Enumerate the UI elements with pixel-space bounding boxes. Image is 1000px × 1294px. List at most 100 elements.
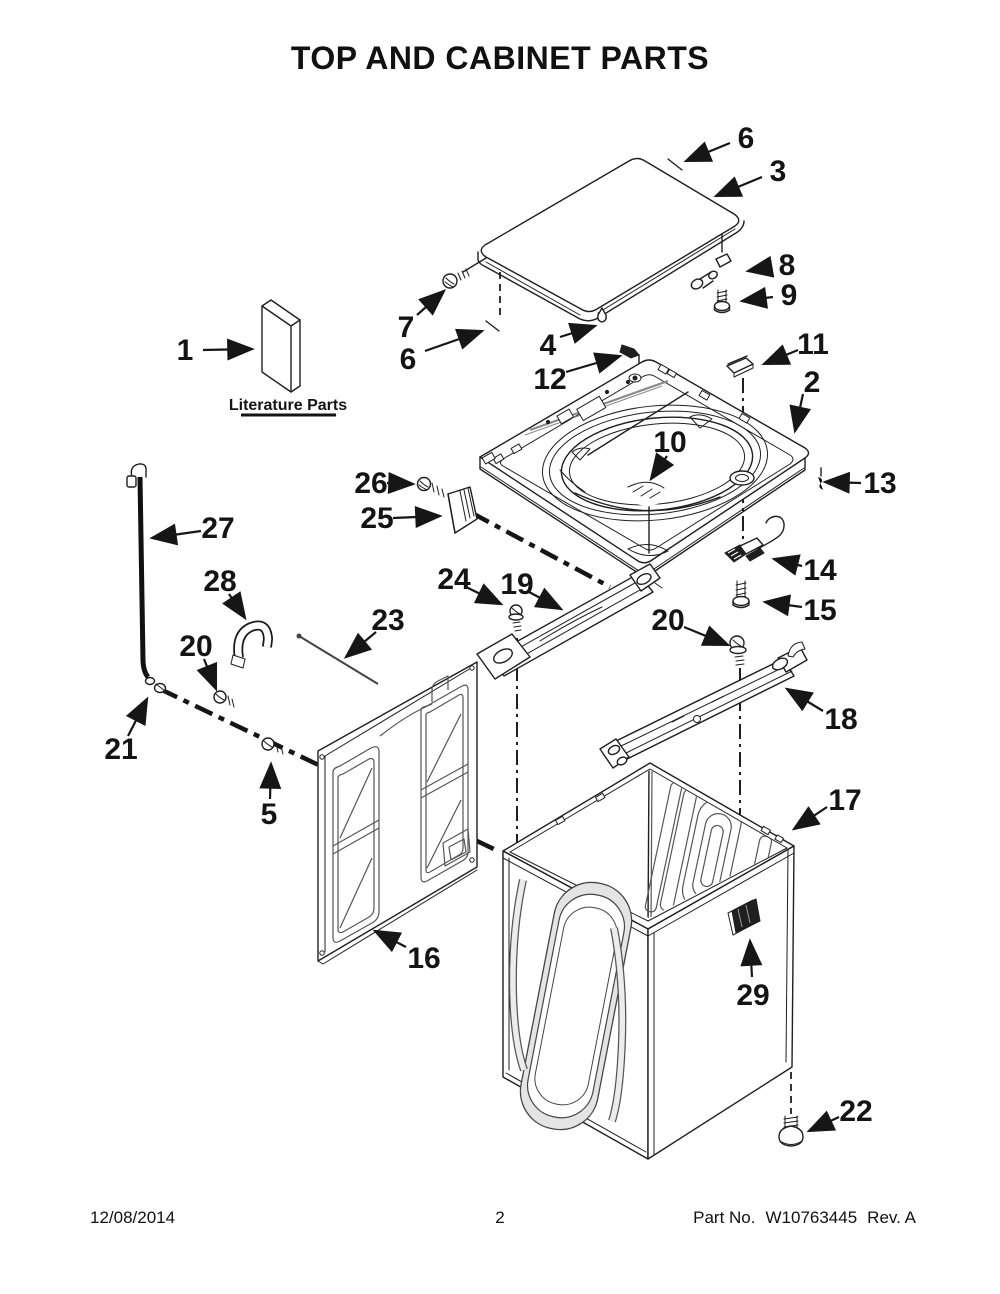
callout-5: 5 bbox=[259, 761, 282, 831]
callout-16: 16 bbox=[372, 929, 441, 975]
callout-2: 2 bbox=[789, 366, 821, 434]
part-20-screw-left bbox=[213, 690, 238, 708]
footer-part-value: W10763445 bbox=[765, 1208, 858, 1227]
callout-15: 15 bbox=[762, 594, 837, 627]
svg-text:21: 21 bbox=[104, 733, 137, 766]
part-9-screw bbox=[713, 289, 731, 314]
part-4-grommet bbox=[597, 307, 607, 323]
callout-8: 8 bbox=[745, 249, 796, 282]
callout-10: 10 bbox=[649, 426, 687, 482]
footer-page-number: 2 bbox=[495, 1208, 505, 1227]
svg-text:3: 3 bbox=[770, 155, 787, 188]
svg-text:10: 10 bbox=[653, 426, 686, 459]
callout-1: 1 bbox=[177, 334, 255, 367]
svg-text:6: 6 bbox=[738, 122, 755, 155]
svg-text:16: 16 bbox=[407, 942, 440, 975]
svg-text:9: 9 bbox=[781, 279, 798, 312]
callout-9: 9 bbox=[739, 279, 798, 312]
callout-3: 3 bbox=[713, 155, 787, 198]
callout-13: 13 bbox=[822, 467, 897, 500]
callout-18: 18 bbox=[784, 687, 858, 736]
part-5-screw bbox=[261, 737, 287, 756]
svg-text:14: 14 bbox=[803, 554, 837, 587]
svg-text:5: 5 bbox=[261, 798, 278, 831]
svg-text:20: 20 bbox=[651, 604, 684, 637]
callout-20a: 20 bbox=[179, 630, 218, 692]
callout-27: 27 bbox=[149, 512, 235, 546]
svg-text:13: 13 bbox=[863, 467, 896, 500]
svg-text:11: 11 bbox=[797, 328, 829, 361]
part-22-leveling-foot bbox=[778, 1115, 804, 1147]
svg-text:2: 2 bbox=[804, 366, 821, 399]
callout-23: 23 bbox=[343, 604, 405, 659]
callout-17: 17 bbox=[791, 784, 862, 831]
callout-7: 7 bbox=[398, 289, 447, 344]
part-25-shield-plate bbox=[447, 486, 478, 534]
svg-text:27: 27 bbox=[201, 512, 234, 545]
svg-text:24: 24 bbox=[437, 563, 471, 596]
part-6-pin-left bbox=[482, 318, 500, 332]
part-10-dispenser-cup bbox=[620, 477, 673, 556]
part-12-clip bbox=[619, 344, 640, 359]
callout-14: 14 bbox=[771, 554, 837, 587]
callout-4: 4 bbox=[540, 322, 598, 362]
callout-26: 26 bbox=[354, 467, 416, 500]
callout-22: 22 bbox=[806, 1095, 873, 1133]
svg-text:6: 6 bbox=[400, 343, 417, 376]
part-6-pin-top bbox=[664, 156, 683, 171]
callout-20b: 20 bbox=[651, 604, 731, 647]
footer-revision: Rev. A bbox=[867, 1208, 916, 1227]
part-13-pin bbox=[818, 467, 823, 490]
svg-text:1: 1 bbox=[177, 334, 194, 367]
part-24-screw bbox=[508, 604, 524, 633]
callouts: 1 2 3 4 5 6 6 7 8 9 10 11 12 13 14 15 16… bbox=[104, 122, 897, 1133]
part-26-screw bbox=[416, 476, 446, 498]
svg-text:19: 19 bbox=[500, 568, 533, 601]
svg-text:7: 7 bbox=[398, 311, 415, 344]
svg-text:12: 12 bbox=[533, 363, 566, 396]
literature-parts-label: Literature Parts bbox=[229, 397, 347, 414]
callout-21: 21 bbox=[104, 696, 149, 766]
part-28-hose-elbow bbox=[230, 620, 274, 669]
callout-24: 24 bbox=[437, 563, 504, 606]
svg-text:28: 28 bbox=[203, 565, 236, 598]
part-15-screw bbox=[732, 580, 750, 609]
svg-text:15: 15 bbox=[803, 594, 836, 627]
svg-text:23: 23 bbox=[371, 604, 404, 637]
part-8-hinge-assembly bbox=[690, 253, 732, 290]
part-7-screw bbox=[442, 268, 471, 289]
part-21-clamp bbox=[144, 676, 167, 694]
part-16-rear-panel bbox=[317, 661, 478, 965]
part-23-rod bbox=[296, 633, 379, 685]
part-11-clip bbox=[726, 355, 754, 378]
part-17-cabinet bbox=[502, 762, 795, 1160]
svg-text:29: 29 bbox=[736, 979, 769, 1012]
part-19-rear-brace bbox=[476, 563, 663, 680]
callout-12: 12 bbox=[533, 352, 623, 396]
part-18-side-rail bbox=[599, 641, 808, 769]
callout-28: 28 bbox=[203, 565, 247, 621]
svg-text:25: 25 bbox=[360, 502, 393, 535]
part-3-lid bbox=[477, 157, 745, 322]
callout-25: 25 bbox=[360, 502, 443, 535]
part-1-literature-book bbox=[241, 299, 336, 417]
svg-text:8: 8 bbox=[779, 249, 796, 282]
part-27-drain-hose bbox=[126, 463, 151, 679]
svg-text:20: 20 bbox=[179, 630, 212, 663]
page-title: TOP AND CABINET PARTS bbox=[290, 40, 710, 76]
callout-6a: 6 bbox=[683, 122, 755, 163]
svg-text:22: 22 bbox=[839, 1095, 872, 1128]
svg-text:18: 18 bbox=[824, 703, 857, 736]
callout-6b: 6 bbox=[400, 328, 485, 376]
footer-date: 12/08/2014 bbox=[90, 1208, 176, 1227]
callout-29: 29 bbox=[736, 938, 770, 1012]
footer-part-label: Part No. bbox=[693, 1208, 756, 1227]
part-20-screw-right bbox=[729, 635, 747, 667]
part-29-clip-pad bbox=[727, 898, 761, 936]
callout-19: 19 bbox=[500, 568, 564, 611]
callout-11: 11 bbox=[761, 328, 829, 366]
svg-text:26: 26 bbox=[354, 467, 387, 500]
svg-text:17: 17 bbox=[828, 784, 861, 817]
